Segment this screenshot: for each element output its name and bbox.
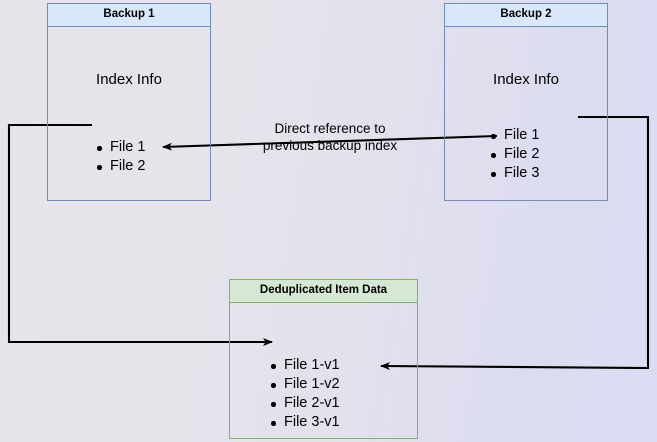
list-item: File 2 xyxy=(95,157,145,176)
list-item: File 3 xyxy=(489,164,539,183)
backup-2-index-info-label: Index Info xyxy=(493,71,559,88)
node-dedup-body: File 1-v1 File 1-v2 File 2-v1 File 3-v1 xyxy=(230,303,417,438)
backup-1-file-list: File 1 File 2 xyxy=(95,138,145,176)
annotation-line-1: Direct reference to xyxy=(274,121,386,136)
list-item: File 1-v1 xyxy=(269,356,340,375)
list-item: File 3-v1 xyxy=(269,413,340,432)
list-item: File 1 xyxy=(489,126,539,145)
backup-2-file-list: File 1 File 2 File 3 xyxy=(489,126,539,183)
node-deduplicated-item-data[interactable]: Deduplicated Item Data File 1-v1 File 1-… xyxy=(229,279,418,439)
node-dedup-header: Deduplicated Item Data xyxy=(230,280,417,303)
dedup-file-list: File 1-v1 File 1-v2 File 2-v1 File 3-v1 xyxy=(269,356,340,432)
node-backup-2-body: Index Info File 1 File 2 File 3 xyxy=(445,27,607,200)
node-backup-1-header: Backup 1 xyxy=(48,4,210,27)
annotation-line-2: previous backup index xyxy=(262,138,398,153)
annotation-direct-reference: Direct reference to previous backup inde… xyxy=(246,120,414,154)
node-backup-2[interactable]: Backup 2 Index Info File 1 File 2 File 3 xyxy=(444,3,608,201)
node-backup-2-header: Backup 2 xyxy=(445,4,607,27)
list-item: File 1-v2 xyxy=(269,375,340,394)
list-item: File 1 xyxy=(95,138,145,157)
node-backup-1[interactable]: Backup 1 Index Info File 1 File 2 xyxy=(47,3,211,201)
node-backup-1-body: Index Info File 1 File 2 xyxy=(48,27,210,200)
backup-1-index-info-label: Index Info xyxy=(96,71,162,88)
list-item: File 2-v1 xyxy=(269,394,340,413)
list-item: File 2 xyxy=(489,145,539,164)
